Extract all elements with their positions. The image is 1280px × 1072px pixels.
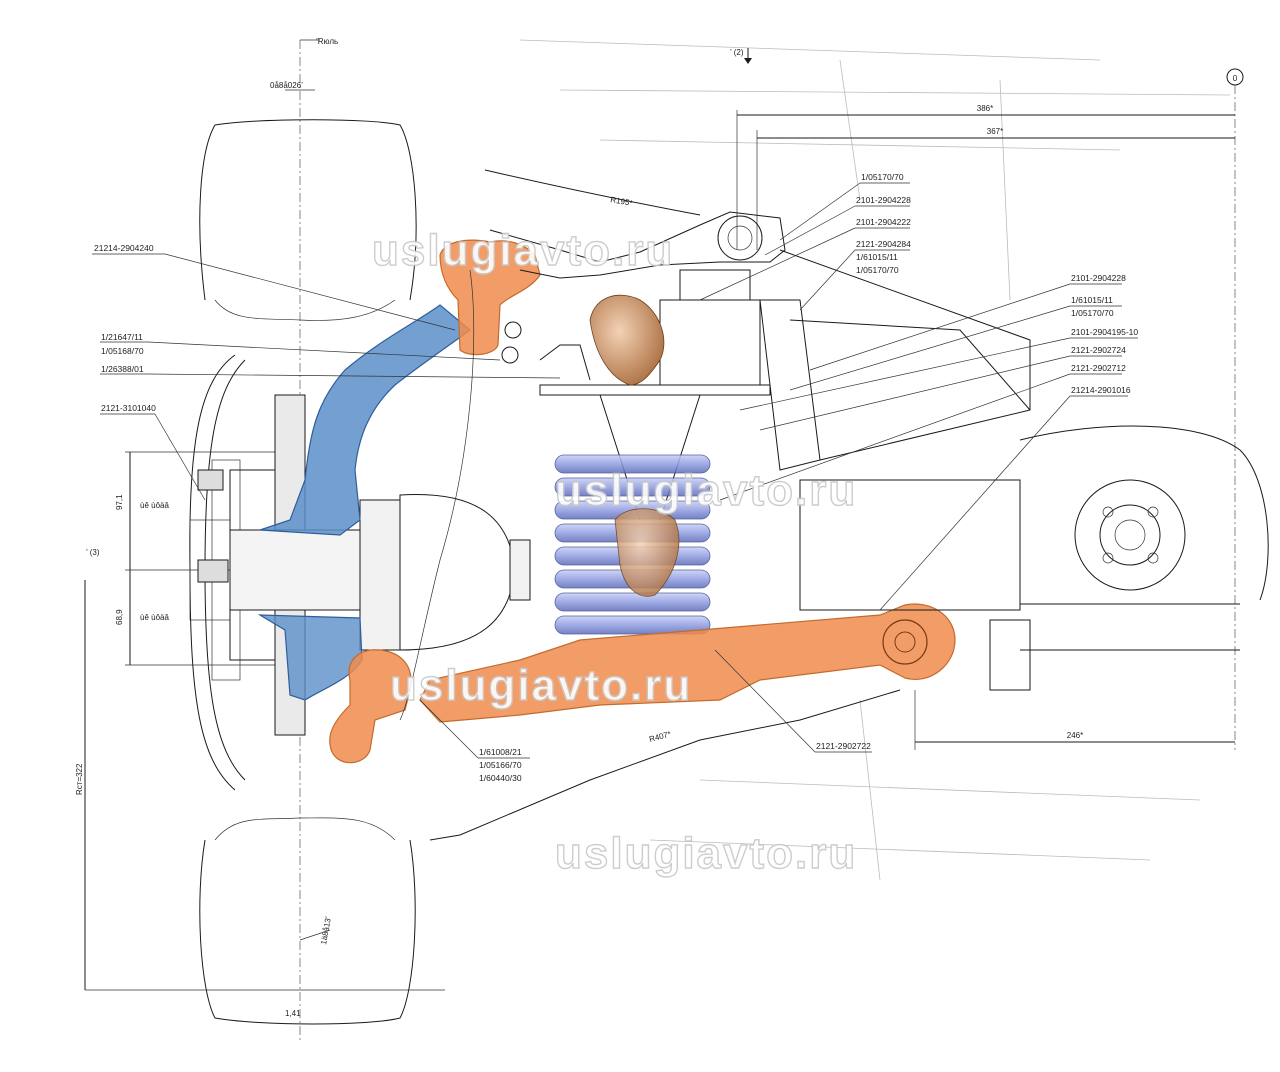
upper-control-arm — [257, 239, 541, 701]
arrow-down-icon — [744, 48, 752, 64]
dim-camber: 1,41 — [285, 1009, 301, 1018]
dim-hub-upper: 97,1 — [115, 494, 124, 510]
callout-right-6: 2101-2904228 — [1071, 273, 1126, 283]
callout-left-1: 1/21647/11 — [101, 332, 143, 342]
bump-stop-lower — [614, 508, 680, 597]
tire-upper — [199, 119, 417, 321]
callout-right-3: 2121-2904284 — [856, 239, 911, 249]
watermark-2: uslugiavto.ru — [390, 661, 692, 710]
dim-bottom-width: 246* — [1067, 731, 1083, 740]
callout-right-2: 2101-2904222 — [856, 217, 911, 227]
callout-right-9: 2101-2904195-10 — [1071, 327, 1138, 337]
callout-right-11: 2121-2902712 — [1071, 363, 1126, 373]
section-mark-top: ’ (2) — [730, 48, 744, 57]
callout-bottom-2: 1/60440/30 — [479, 773, 522, 783]
spring-coil — [554, 454, 711, 474]
callout-left-2: 1/05168/70 — [101, 346, 144, 356]
callouts-right: 1/05170/70 2101-2904228 2101-2904222 212… — [699, 172, 1138, 611]
callout-right-7: 1/61015/11 — [1071, 295, 1113, 305]
callouts-left: 21214-2904240 1/21647/11 1/05168/70 1/26… — [92, 243, 561, 501]
callout-bottom-1: 1/05166/70 — [479, 760, 522, 770]
upper-note: ’Rюль — [316, 37, 338, 46]
radius-arcs: R195* R407* — [399, 169, 901, 841]
callout-right-12: 21214-2901016 — [1071, 385, 1131, 395]
watermark-0: uslugiavto.ru — [372, 226, 674, 275]
dim-wheel-radius: Rст=322 — [75, 763, 84, 795]
callout-right-0: 1/05170/70 — [861, 172, 904, 182]
dim-hub-lower-note: ùê ùôäâ — [140, 613, 169, 622]
datum-marker: 0 — [1226, 68, 1244, 750]
callout-right-4: 1/61015/11 — [856, 252, 898, 262]
dim-hub-lower: 68,9 — [115, 609, 124, 625]
spring-coil — [554, 592, 711, 612]
tire-lower — [199, 817, 416, 1025]
frame-and-hub-right: 246* — [799, 425, 1269, 750]
lower-control-arm — [329, 603, 956, 764]
background-sketch — [519, 39, 1231, 881]
callout-right-1: 2101-2904228 — [856, 195, 911, 205]
callout-right-5: 1/05170/70 — [856, 265, 899, 275]
side-mark: ’ (3) — [86, 548, 100, 557]
watermark-3: uslugiavto.ru — [555, 829, 857, 878]
callout-bottom-0: 1/61008/21 — [479, 747, 522, 757]
callout-right-10: 2121-2902724 — [1071, 345, 1126, 355]
callouts-bottom: 1/61008/21 1/05166/70 1/60440/30 2121-29… — [419, 649, 872, 783]
bump-stop-upper — [589, 294, 665, 386]
hub-assembly — [197, 394, 531, 736]
watermark-1: uslugiavto.ru — [555, 466, 857, 515]
callout-bottom-3: 2121-2902722 — [816, 741, 871, 751]
top-dimensions: 386* 367* ’ (2) — [730, 48, 1235, 250]
callout-left-3: 1/26388/01 — [101, 364, 144, 374]
callout-left-4: 2121-3101040 — [101, 403, 156, 413]
spring-coil — [554, 477, 711, 497]
datum-label: 0 — [1233, 74, 1238, 83]
dim-top-width-1: 386* — [977, 104, 993, 113]
hub-dimensions: 97,1 68,9 ùê ùôäâ ùê ùôäâ ’ (3) Rст=322 … — [75, 451, 445, 1018]
angle-note: 0å8å026’ — [270, 81, 303, 90]
callout-right-8: 1/05170/70 — [1071, 308, 1114, 318]
dim-toe: 1ä8å13’ — [319, 916, 333, 946]
watermarks: uslugiavto.ru uslugiavto.ru uslugiavto.r… — [371, 225, 857, 878]
dim-hub-upper-note: ùê ùôäâ — [140, 501, 169, 510]
spring-coil — [554, 615, 711, 635]
dim-top-width-2: 367* — [987, 127, 1003, 136]
callout-left-0: 21214-2904240 — [94, 243, 154, 253]
dim-lower-radius: R407* — [648, 729, 672, 743]
dim-upper-radius: R195* — [610, 195, 633, 208]
